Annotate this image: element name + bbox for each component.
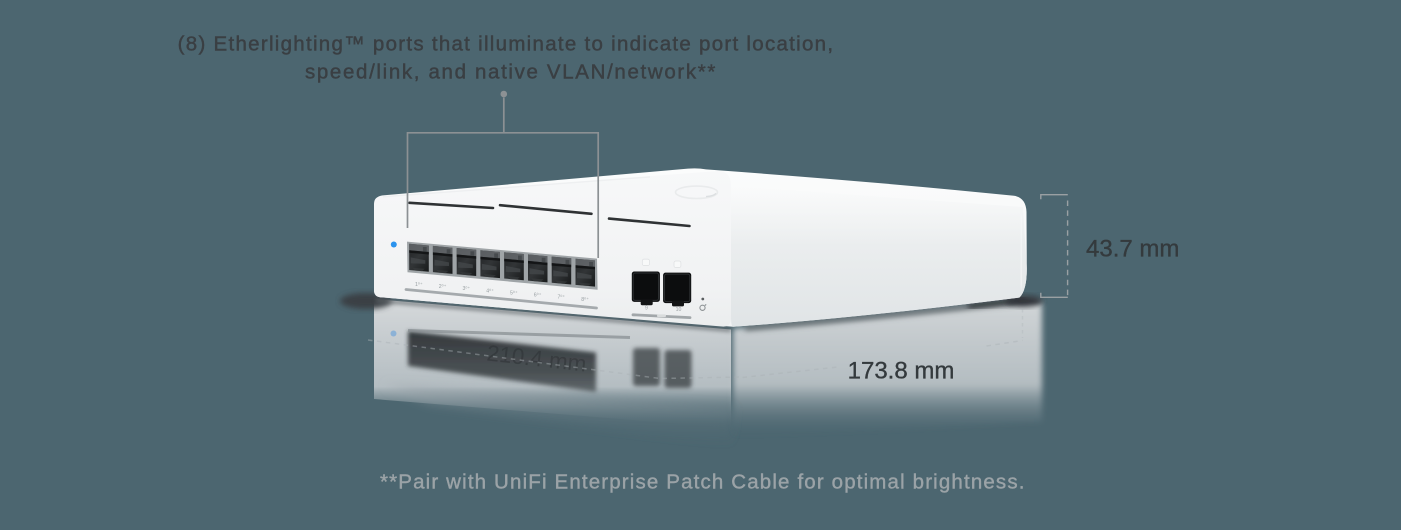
svg-text:10: 10 — [676, 307, 682, 313]
svg-text:speed/link, and native VLAN/ne: speed/link, and native VLAN/network** — [305, 60, 717, 83]
svg-text:2⁰⁺: 2⁰⁺ — [439, 284, 447, 290]
svg-text:173.8 mm: 173.8 mm — [848, 358, 955, 385]
svg-text:3⁰⁺: 3⁰⁺ — [463, 286, 471, 292]
svg-text:9: 9 — [645, 306, 648, 312]
svg-text:**Pair with UniFi Enterprise P: **Pair with UniFi Enterprise Patch Cable… — [380, 471, 1026, 494]
svg-text:(8) Etherlighting™ ports that: (8) Etherlighting™ ports that illuminate… — [178, 32, 835, 55]
svg-text:1⁰⁺: 1⁰⁺ — [415, 282, 423, 288]
svg-text:43.7 mm: 43.7 mm — [1086, 236, 1179, 263]
svg-text:7⁰⁺: 7⁰⁺ — [558, 295, 566, 301]
svg-text:6⁰⁺: 6⁰⁺ — [534, 293, 542, 299]
svg-text:5⁰⁺: 5⁰⁺ — [510, 291, 518, 297]
svg-text:8⁰⁺: 8⁰⁺ — [581, 297, 589, 303]
svg-text:4⁰⁺: 4⁰⁺ — [486, 288, 494, 294]
